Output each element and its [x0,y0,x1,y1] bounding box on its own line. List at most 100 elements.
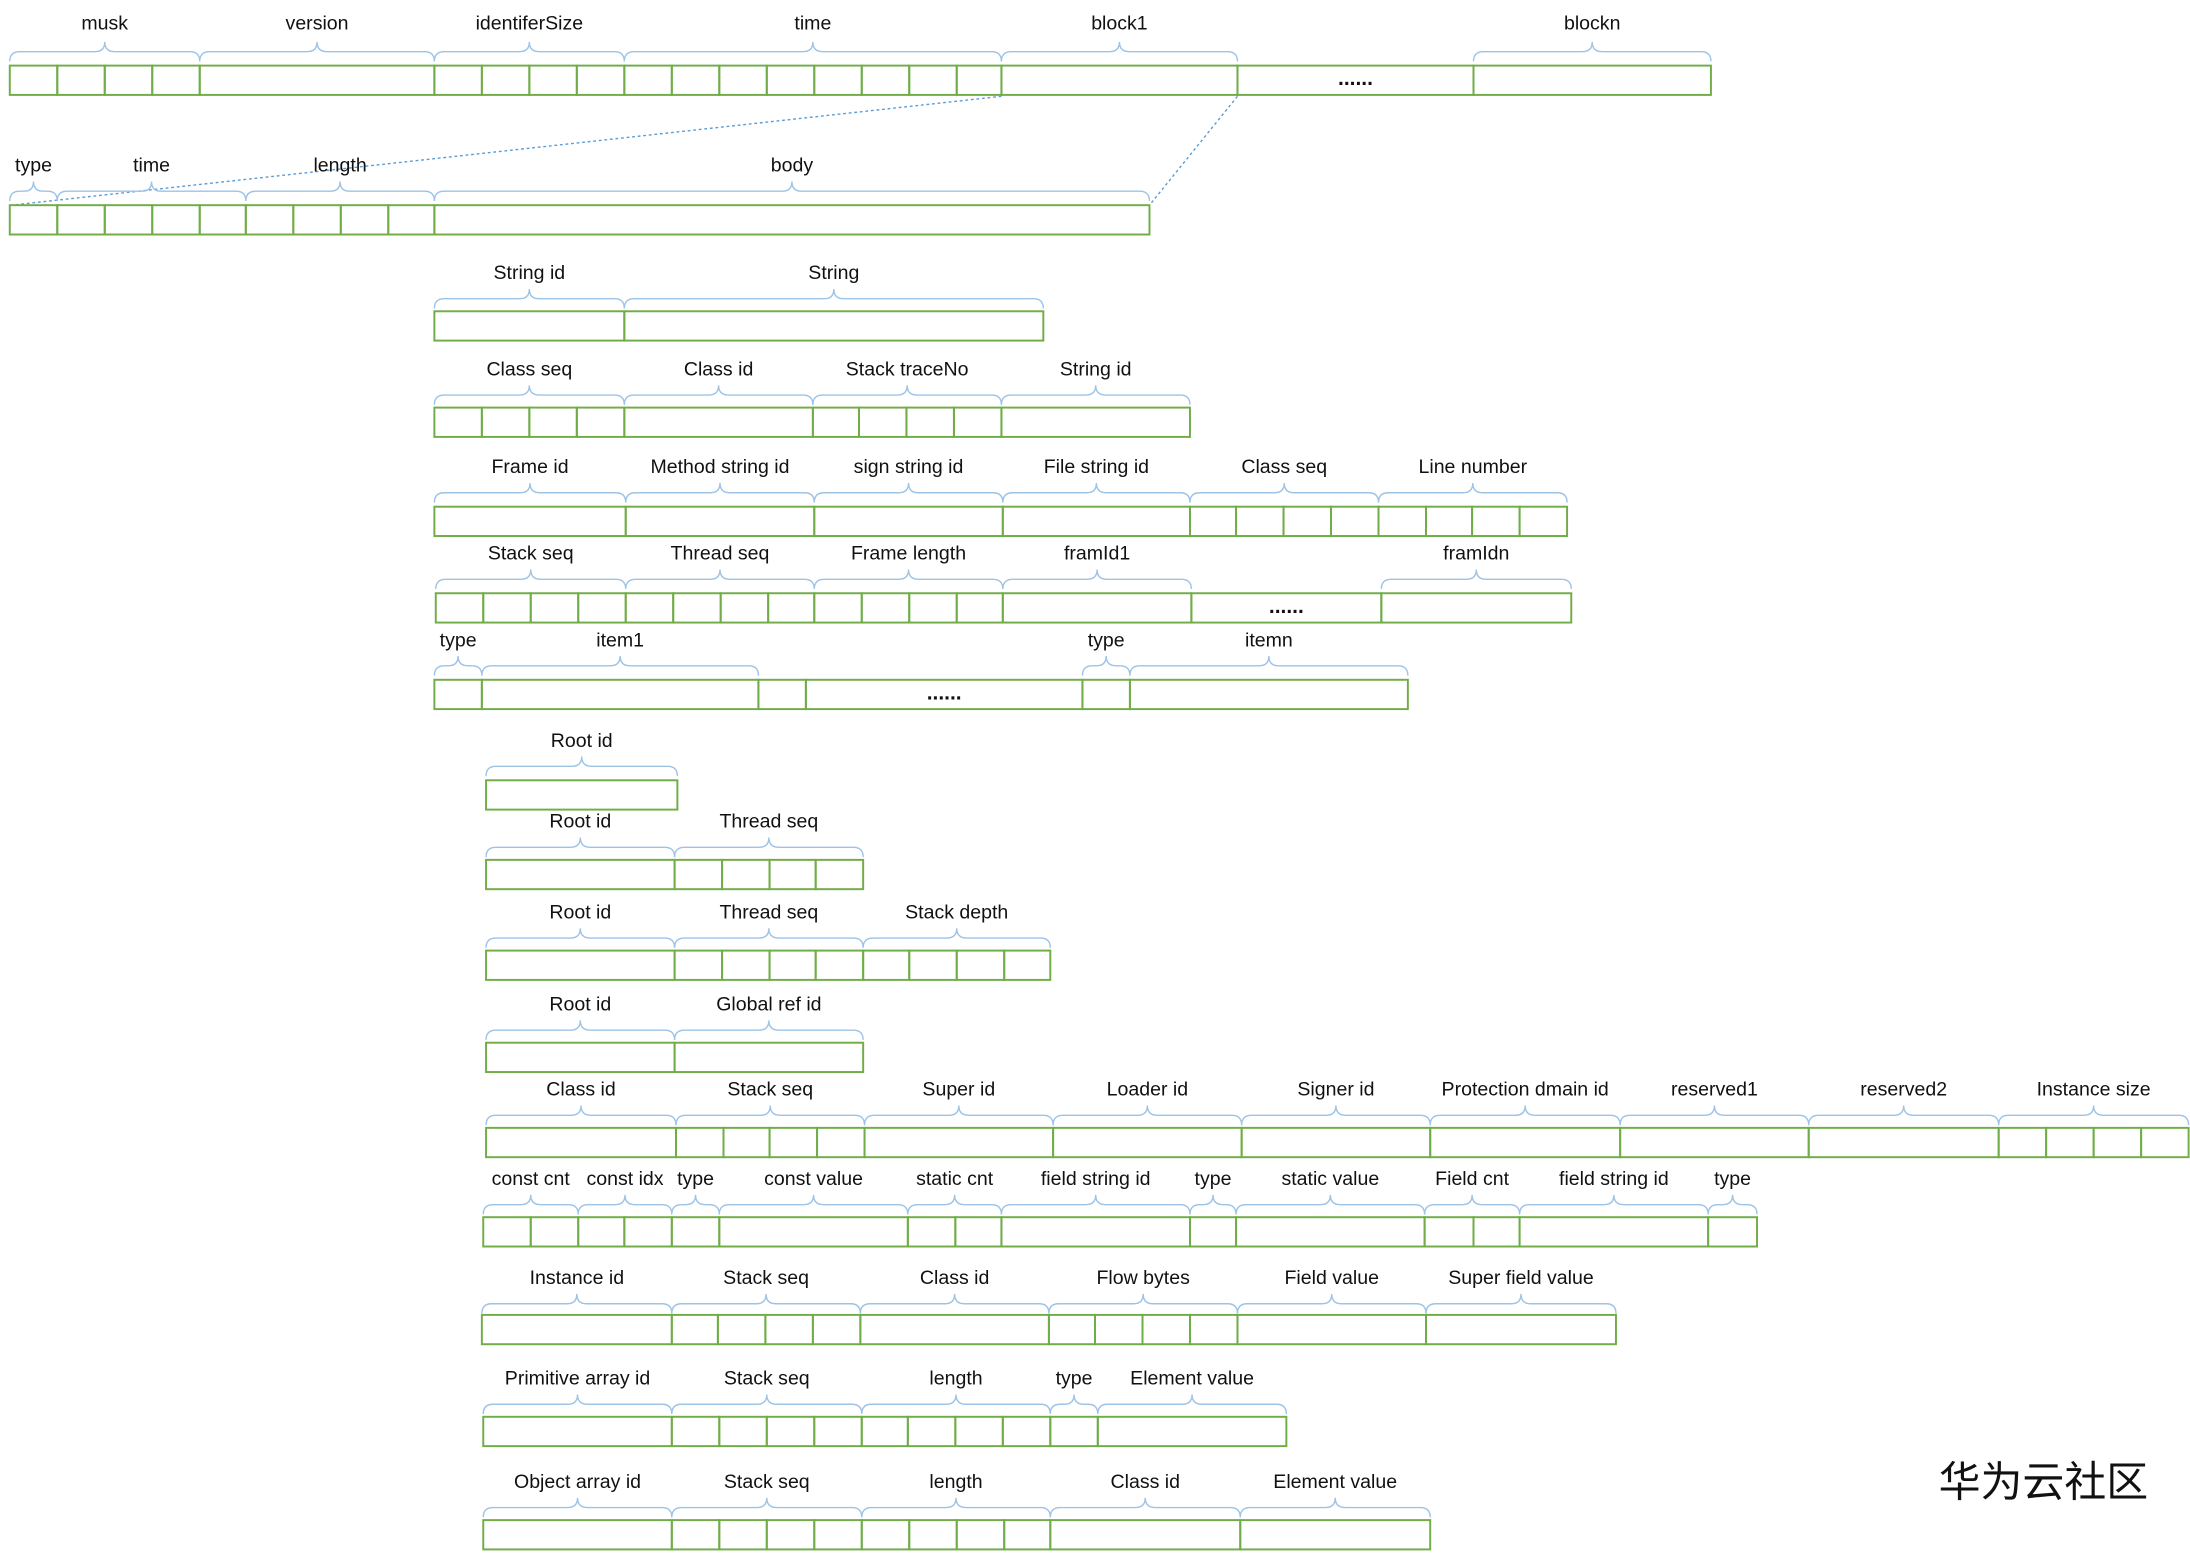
byte-cell [2140,1126,2190,1159]
loader-id-field: Loader id [1052,1079,1243,1159]
byte-cell [1282,505,1333,537]
field-label: framId1 [1064,543,1130,565]
byte-cell [1425,1313,1617,1346]
field-label: Stack seq [727,1079,813,1101]
field-label: String id [1060,358,1132,380]
field-label: type [15,155,52,177]
field-brace [1236,1293,1427,1314]
byte-cell [813,505,1004,537]
ellipsis-marker: ...... [1338,67,1373,90]
field-brace [859,1293,1050,1314]
byte-cell [721,949,771,981]
byte-cell [765,64,816,96]
static-cnt-field: static cnt [906,1168,1003,1248]
byte-cell [480,64,531,96]
byte-cell [485,779,679,811]
byte-cell [1188,1313,1239,1346]
field-brace [485,1105,677,1126]
byte-cell [955,949,1006,981]
byte-cell [1188,1216,1238,1248]
field-label: Primitive array id [505,1368,650,1390]
type-field: type [8,155,59,236]
string-field: String [623,262,1045,342]
byte-cell [767,592,816,624]
field-label: musk [81,12,128,34]
field-brace [862,928,1052,948]
byte-cell [575,406,626,438]
byte-cell [908,64,958,96]
byte-cell [954,1415,1004,1448]
watermark: 华为云社区 [1939,1458,2148,1505]
byte-cell [482,1519,673,1551]
byte-cell [813,592,863,624]
field-brace [1049,1394,1099,1415]
byte-cell [482,1415,673,1448]
field-brace [485,756,679,777]
field-string-id-field: field string id [1518,1168,1710,1248]
field-brace [435,569,627,590]
field-brace [1189,1194,1237,1215]
byte-cell [860,64,911,96]
type-field: type [1188,1168,1238,1248]
byte-cell [198,64,436,96]
byte-cell [1094,1313,1144,1346]
type-field: type [433,629,483,711]
byte-cell [575,64,626,96]
field-label: Object array id [514,1471,641,1493]
byte-cell [1052,1126,1243,1159]
byte-cell [577,592,627,624]
signer-id-field: Signer id [1240,1079,1432,1159]
byte-cell [1423,1216,1475,1248]
byte-cell [56,204,106,236]
byte-cell [482,592,532,624]
field-label: type [1088,629,1125,651]
global-ref-id-field: Global ref id [673,994,865,1074]
length-field: length [860,1368,1052,1448]
stack-traceno-field: Stack traceNo [811,358,1003,438]
byte-cell [528,406,578,438]
byte-cell [482,1216,532,1248]
super-field-value-field: Super field value [1425,1267,1617,1346]
byte-cell [1429,1126,1622,1159]
const-value-field: const value [718,1168,909,1248]
field-label: Stack seq [488,543,574,565]
field-label: Root id [549,901,611,923]
field-label: Protection dmain id [1442,1079,1609,1101]
line-number-field: Line number [1377,456,1569,537]
field-label: type [440,629,477,651]
byte-cell [814,949,865,981]
byte-cell [718,1519,768,1551]
byte-cell [814,858,865,891]
byte-cell [716,1313,767,1346]
field-brace [1518,1194,1709,1215]
field-label: time [133,155,170,177]
field-label: Loader id [1107,1079,1188,1101]
byte-cell [151,64,201,96]
field-brace [1000,385,1191,405]
object-array-id-field: Object array id [482,1471,673,1551]
field-brace [1377,482,1568,503]
field-label: reserved1 [1671,1079,1758,1101]
field-label: item1 [596,629,644,651]
byte-cell [718,64,768,96]
field-label: Root id [551,730,613,752]
byte-cell [292,204,342,236]
field-brace [1240,1105,1431,1126]
field-brace [485,928,676,948]
field-label: time [794,12,831,34]
field-brace [861,1497,1052,1518]
const-idx-field: const idx [577,1168,673,1248]
byte-cell [1330,505,1380,537]
field-label: Global ref id [716,994,821,1016]
byte-cell [1425,505,1474,537]
field-brace [673,1020,864,1040]
stack-seq-field: Stack seq [670,1267,862,1346]
byte-cell [863,1126,1055,1159]
byte-cell [718,1216,909,1248]
byte-cell [722,1126,771,1159]
